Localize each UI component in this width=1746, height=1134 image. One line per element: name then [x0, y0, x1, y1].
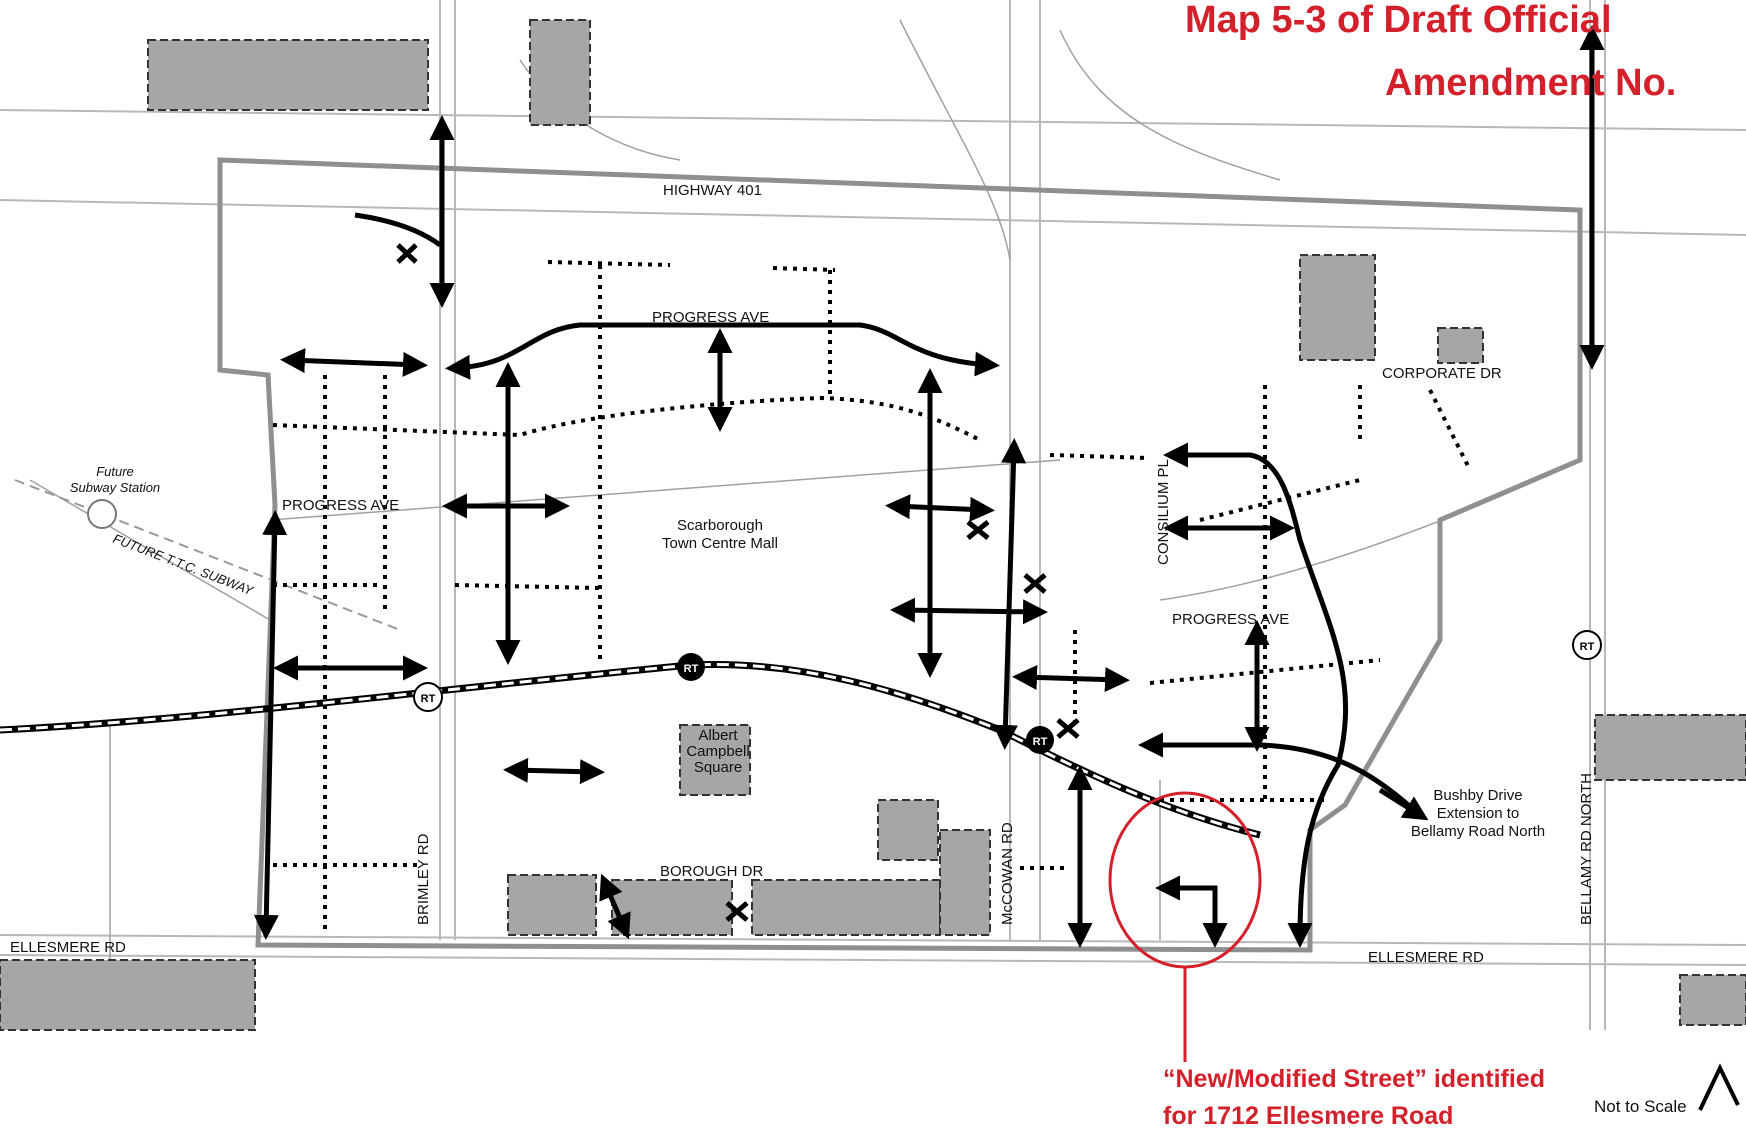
- bushby-label: Bushby Drive: [1433, 787, 1522, 804]
- svg-text:Subway Station: Subway Station: [70, 480, 160, 495]
- rt-line-dash: [0, 662, 1261, 837]
- future-ttc-subway-label: FUTURE T.T.C. SUBWAY: [111, 531, 257, 599]
- proposed-local-streets: [272, 260, 1472, 935]
- brimley-rd-label: BRIMLEY RD: [415, 833, 432, 925]
- consilium-pl-label: CONSILIUM PL: [1155, 459, 1172, 565]
- svg-text:Square: Square: [694, 759, 742, 776]
- square-label: Albert: [698, 727, 738, 744]
- mall-label: Scarborough: [677, 517, 763, 534]
- rt-station-icon: [1572, 630, 1602, 660]
- mccowan-rd-label: McCOWAN RD: [999, 822, 1016, 925]
- svg-text:Extension to: Extension to: [1437, 805, 1520, 822]
- north-arrow-icon: [1698, 1063, 1740, 1111]
- progress-ave-west-label: PROGRESS AVE: [282, 497, 399, 514]
- annotation-line1: “New/Modified Street” identified: [1163, 1065, 1545, 1093]
- svg-text:RT: RT: [1580, 641, 1595, 653]
- closure-x-icon: [396, 243, 418, 264]
- future-subway-station-icon: [87, 499, 117, 529]
- svg-text:Bellamy Road North: Bellamy Road North: [1411, 823, 1545, 840]
- closure-x-icon: [1056, 718, 1080, 739]
- rt-station-icon: [677, 653, 705, 681]
- highway-401-label: HIGHWAY 401: [663, 182, 762, 199]
- rt-station-icon: [1026, 726, 1054, 754]
- building-blocks: [0, 19, 1746, 1031]
- closure-x-icon: [1023, 573, 1047, 594]
- bellamy-rd-north-label: BELLAMY RD NORTH: [1578, 773, 1595, 925]
- svg-text:RT: RT: [421, 693, 436, 705]
- future-subway-label: Future: [96, 464, 134, 479]
- progress-ave-north-label: PROGRESS AVE: [652, 309, 769, 326]
- closure-x-icon: [725, 901, 749, 922]
- future-subway-line: [14, 479, 401, 631]
- progress-ave-east-label: PROGRESS AVE: [1172, 611, 1289, 628]
- place-labels: Future Subway Station FUTURE T.T.C. SUBW…: [70, 464, 1545, 840]
- ellesmere-rd-west-label: ELLESMERE RD: [10, 939, 126, 956]
- street-labels: HIGHWAY 401 PROGRESS AVE PROGRESS AVE PR…: [10, 182, 1595, 966]
- annotation-line2: for 1712 Ellesmere Road: [1163, 1102, 1453, 1130]
- rt-line: [0, 660, 1261, 839]
- ellesmere-rd-east-label: ELLESMERE RD: [1368, 949, 1484, 966]
- closure-x-icon: [966, 520, 990, 540]
- svg-text:RT: RT: [1033, 736, 1048, 748]
- map-title-line2: Amendment No.: [1385, 62, 1676, 104]
- svg-text:Town Centre Mall: Town Centre Mall: [662, 535, 778, 552]
- rt-station-icon: [413, 682, 443, 712]
- rt-stations: RT RT RT RT: [413, 630, 1602, 754]
- corporate-dr-label: CORPORATE DR: [1382, 365, 1502, 382]
- svg-text:RT: RT: [684, 663, 699, 675]
- proposed-connections: [253, 24, 1605, 948]
- scale-note: Not to Scale: [1594, 1097, 1687, 1116]
- borough-dr-label: BOROUGH DR: [660, 863, 764, 880]
- svg-text:Campbell: Campbell: [686, 743, 749, 760]
- map-title-line1: Map 5-3 of Draft Official: [1185, 0, 1612, 41]
- closure-marks: [396, 243, 1080, 922]
